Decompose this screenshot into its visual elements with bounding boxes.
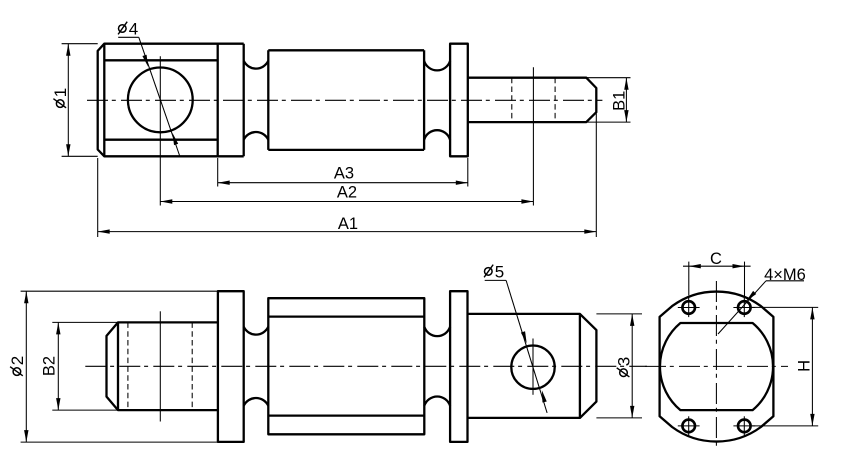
svg-text:A1: A1 bbox=[338, 215, 358, 233]
svg-text:H: H bbox=[796, 360, 814, 372]
svg-text:B2: B2 bbox=[40, 356, 58, 376]
svg-text:1: 1 bbox=[51, 88, 70, 97]
svg-text:A2: A2 bbox=[337, 184, 357, 202]
svg-text:5: 5 bbox=[495, 262, 504, 281]
svg-text:C: C bbox=[710, 250, 722, 268]
svg-text:2: 2 bbox=[8, 356, 27, 365]
svg-text:3: 3 bbox=[614, 357, 633, 366]
svg-text:B1: B1 bbox=[610, 91, 628, 111]
svg-text:4: 4 bbox=[129, 19, 138, 38]
svg-text:4×M6: 4×M6 bbox=[764, 266, 806, 284]
svg-text:A3: A3 bbox=[334, 165, 354, 183]
